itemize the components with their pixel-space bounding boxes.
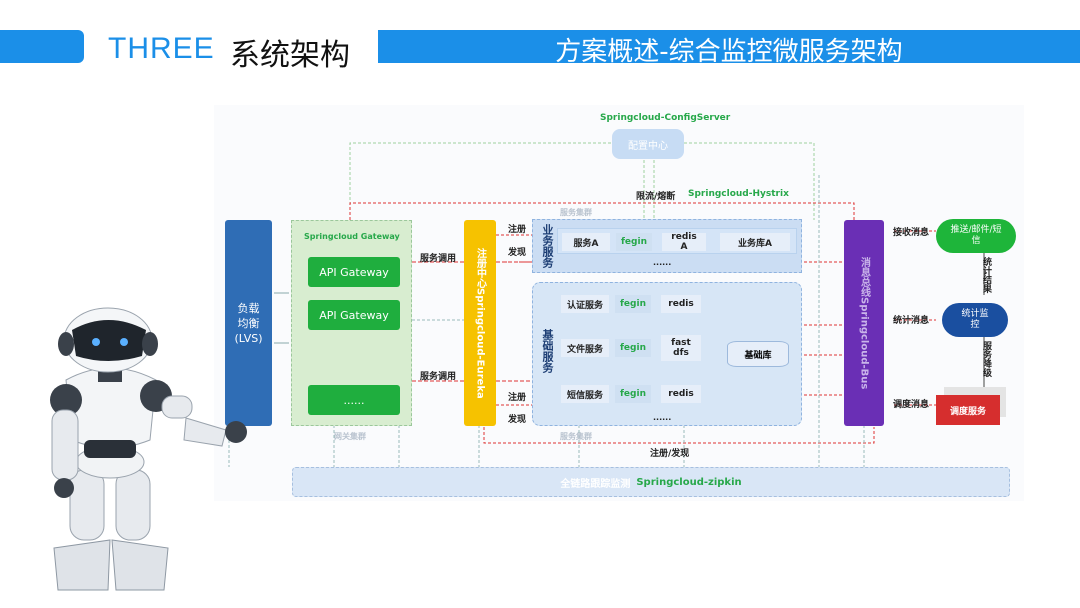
- service-a: 服务A: [562, 233, 610, 251]
- discover-label-1: 发现: [508, 248, 527, 258]
- base-service-group: 基础服务 认证服务 fegin redis 文件服务 fegin fast df…: [532, 282, 802, 426]
- base-db-label: 基础库: [744, 350, 772, 361]
- zipkin-label: Springcloud-zipkin: [636, 476, 742, 488]
- bus-label: 消息总线Springcloud-Bus: [858, 256, 870, 390]
- biz-group-label: 业务服务: [541, 224, 554, 268]
- section-number: THREE: [108, 32, 215, 65]
- load-balancer-lvs: 负载均衡(LVS): [225, 220, 272, 426]
- base-cluster-caption: 服务集群: [560, 432, 592, 441]
- base-group-label: 基础服务: [541, 329, 554, 373]
- stat-monitor-label: 统计监控: [961, 309, 989, 330]
- biz-more-dots: ......: [653, 258, 672, 267]
- biz-db-a: 业务库A: [720, 233, 790, 251]
- service-call-label-2: 服务调用: [420, 372, 457, 382]
- gateway-title: Springcloud Gateway: [304, 232, 400, 241]
- register-discover-label: 注册/发现: [650, 449, 690, 459]
- discover-label-2: 发现: [508, 415, 527, 425]
- register-label-2: 注册: [508, 393, 527, 403]
- section-title: 系统架构: [230, 38, 350, 73]
- api-gateway-2: API Gateway: [308, 300, 400, 330]
- base-service-row-auth: 认证服务 fegin redis: [557, 291, 707, 317]
- register-label-1: 注册: [508, 225, 527, 235]
- base-service-row-file: 文件服务 fegin fast dfs: [557, 335, 707, 361]
- fegin-sms: fegin: [615, 385, 651, 403]
- gateway-cluster: Springcloud Gateway API Gateway API Gate…: [291, 220, 412, 426]
- lvs-label: 负载均衡(LVS): [234, 301, 263, 345]
- fegin-a: fegin: [616, 233, 652, 251]
- eureka-registry: 注册中心Springcloud-Eureka: [464, 220, 496, 426]
- gateway-cluster-caption: 网关集群: [334, 432, 366, 441]
- dispatch-service: 调度服务: [936, 395, 1000, 425]
- config-server-label: Springcloud-ConfigServer: [600, 113, 731, 123]
- service-call-label-1: 服务调用: [420, 254, 457, 264]
- config-center-label: 配置中心: [628, 140, 668, 152]
- dispatch-msg-label: 调度消息: [893, 400, 930, 410]
- hystrix-prefix: 限流/熔断: [636, 192, 676, 202]
- hystrix-label: Springcloud-Hystrix: [688, 189, 789, 199]
- api-gateway-more: ......: [308, 385, 400, 415]
- auth-service: 认证服务: [561, 295, 609, 313]
- stat-result-label: 统计结果: [981, 257, 991, 293]
- eureka-label: 注册中心Springcloud-Eureka: [474, 247, 486, 399]
- config-center-node: 配置中心: [612, 129, 684, 159]
- stat-monitor-cloud: 统计监控: [942, 303, 1008, 337]
- receive-msg-label: 接收消息: [893, 228, 930, 238]
- slide-title: 方案概述-综合监控微服务架构: [555, 37, 903, 64]
- redis-sms: redis: [661, 385, 701, 403]
- biz-service-row: 服务A fegin redis A 业务库A: [557, 228, 797, 254]
- header-title-bar: [378, 30, 1080, 63]
- zipkin-tracing-bar: 全链路跟踪监测 Springcloud-zipkin: [292, 467, 1010, 497]
- stat-msg-label: 统计消息: [893, 316, 930, 326]
- message-bus: 消息总线Springcloud-Bus: [844, 220, 884, 426]
- redis-auth: redis: [661, 295, 701, 313]
- push-notify-label: 推送/邮件/短信: [950, 225, 1002, 246]
- fegin-file: fegin: [615, 339, 651, 357]
- push-notify-cloud: 推送/邮件/短信: [936, 219, 1016, 253]
- api-gateway-1: API Gateway: [308, 257, 400, 287]
- business-service-group: 业务服务 服务A fegin redis A 业务库A ......: [532, 219, 802, 273]
- base-service-row-sms: 短信服务 fegin redis: [557, 381, 707, 407]
- zipkin-prefix: 全链路跟踪监测: [560, 478, 631, 490]
- file-service: 文件服务: [561, 339, 609, 357]
- fegin-auth: fegin: [615, 295, 651, 313]
- base-db: 基础库: [727, 341, 789, 367]
- base-more-dots: ......: [653, 413, 672, 422]
- fastdfs-file: fast dfs: [661, 335, 701, 361]
- dispatch-service-label: 调度服务: [949, 406, 986, 417]
- redis-a: redis A: [662, 232, 706, 252]
- sms-service: 短信服务: [561, 385, 609, 403]
- degrade-label: 服务降级: [981, 341, 991, 377]
- header-accent-bar: [0, 30, 84, 63]
- architecture-diagram: Springcloud-ConfigServer 配置中心 限流/熔断 Spri…: [214, 105, 1024, 501]
- biz-cluster-caption: 服务集群: [560, 208, 592, 217]
